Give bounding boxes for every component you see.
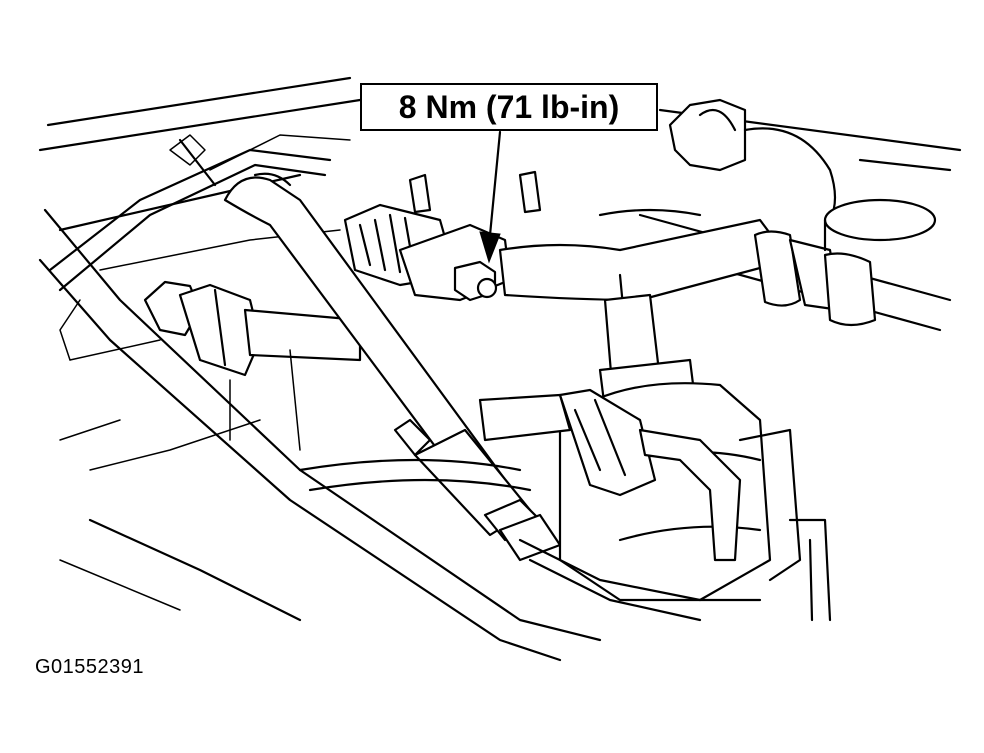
quick-connect xyxy=(478,388,742,562)
torque-callout-text: 8 Nm (71 lb-in) xyxy=(398,88,620,125)
wiring-harness xyxy=(48,134,351,361)
upper-right-connector xyxy=(668,98,937,252)
torque-callout: 8 Nm (71 lb-in) xyxy=(360,83,658,131)
lower-pipes xyxy=(229,349,832,622)
right-hose-clamp xyxy=(753,230,877,327)
hex-fitting xyxy=(143,280,362,377)
sensor-assembly xyxy=(343,170,542,302)
figure-id: G01552391 xyxy=(35,656,145,678)
callout-leader xyxy=(479,130,502,264)
